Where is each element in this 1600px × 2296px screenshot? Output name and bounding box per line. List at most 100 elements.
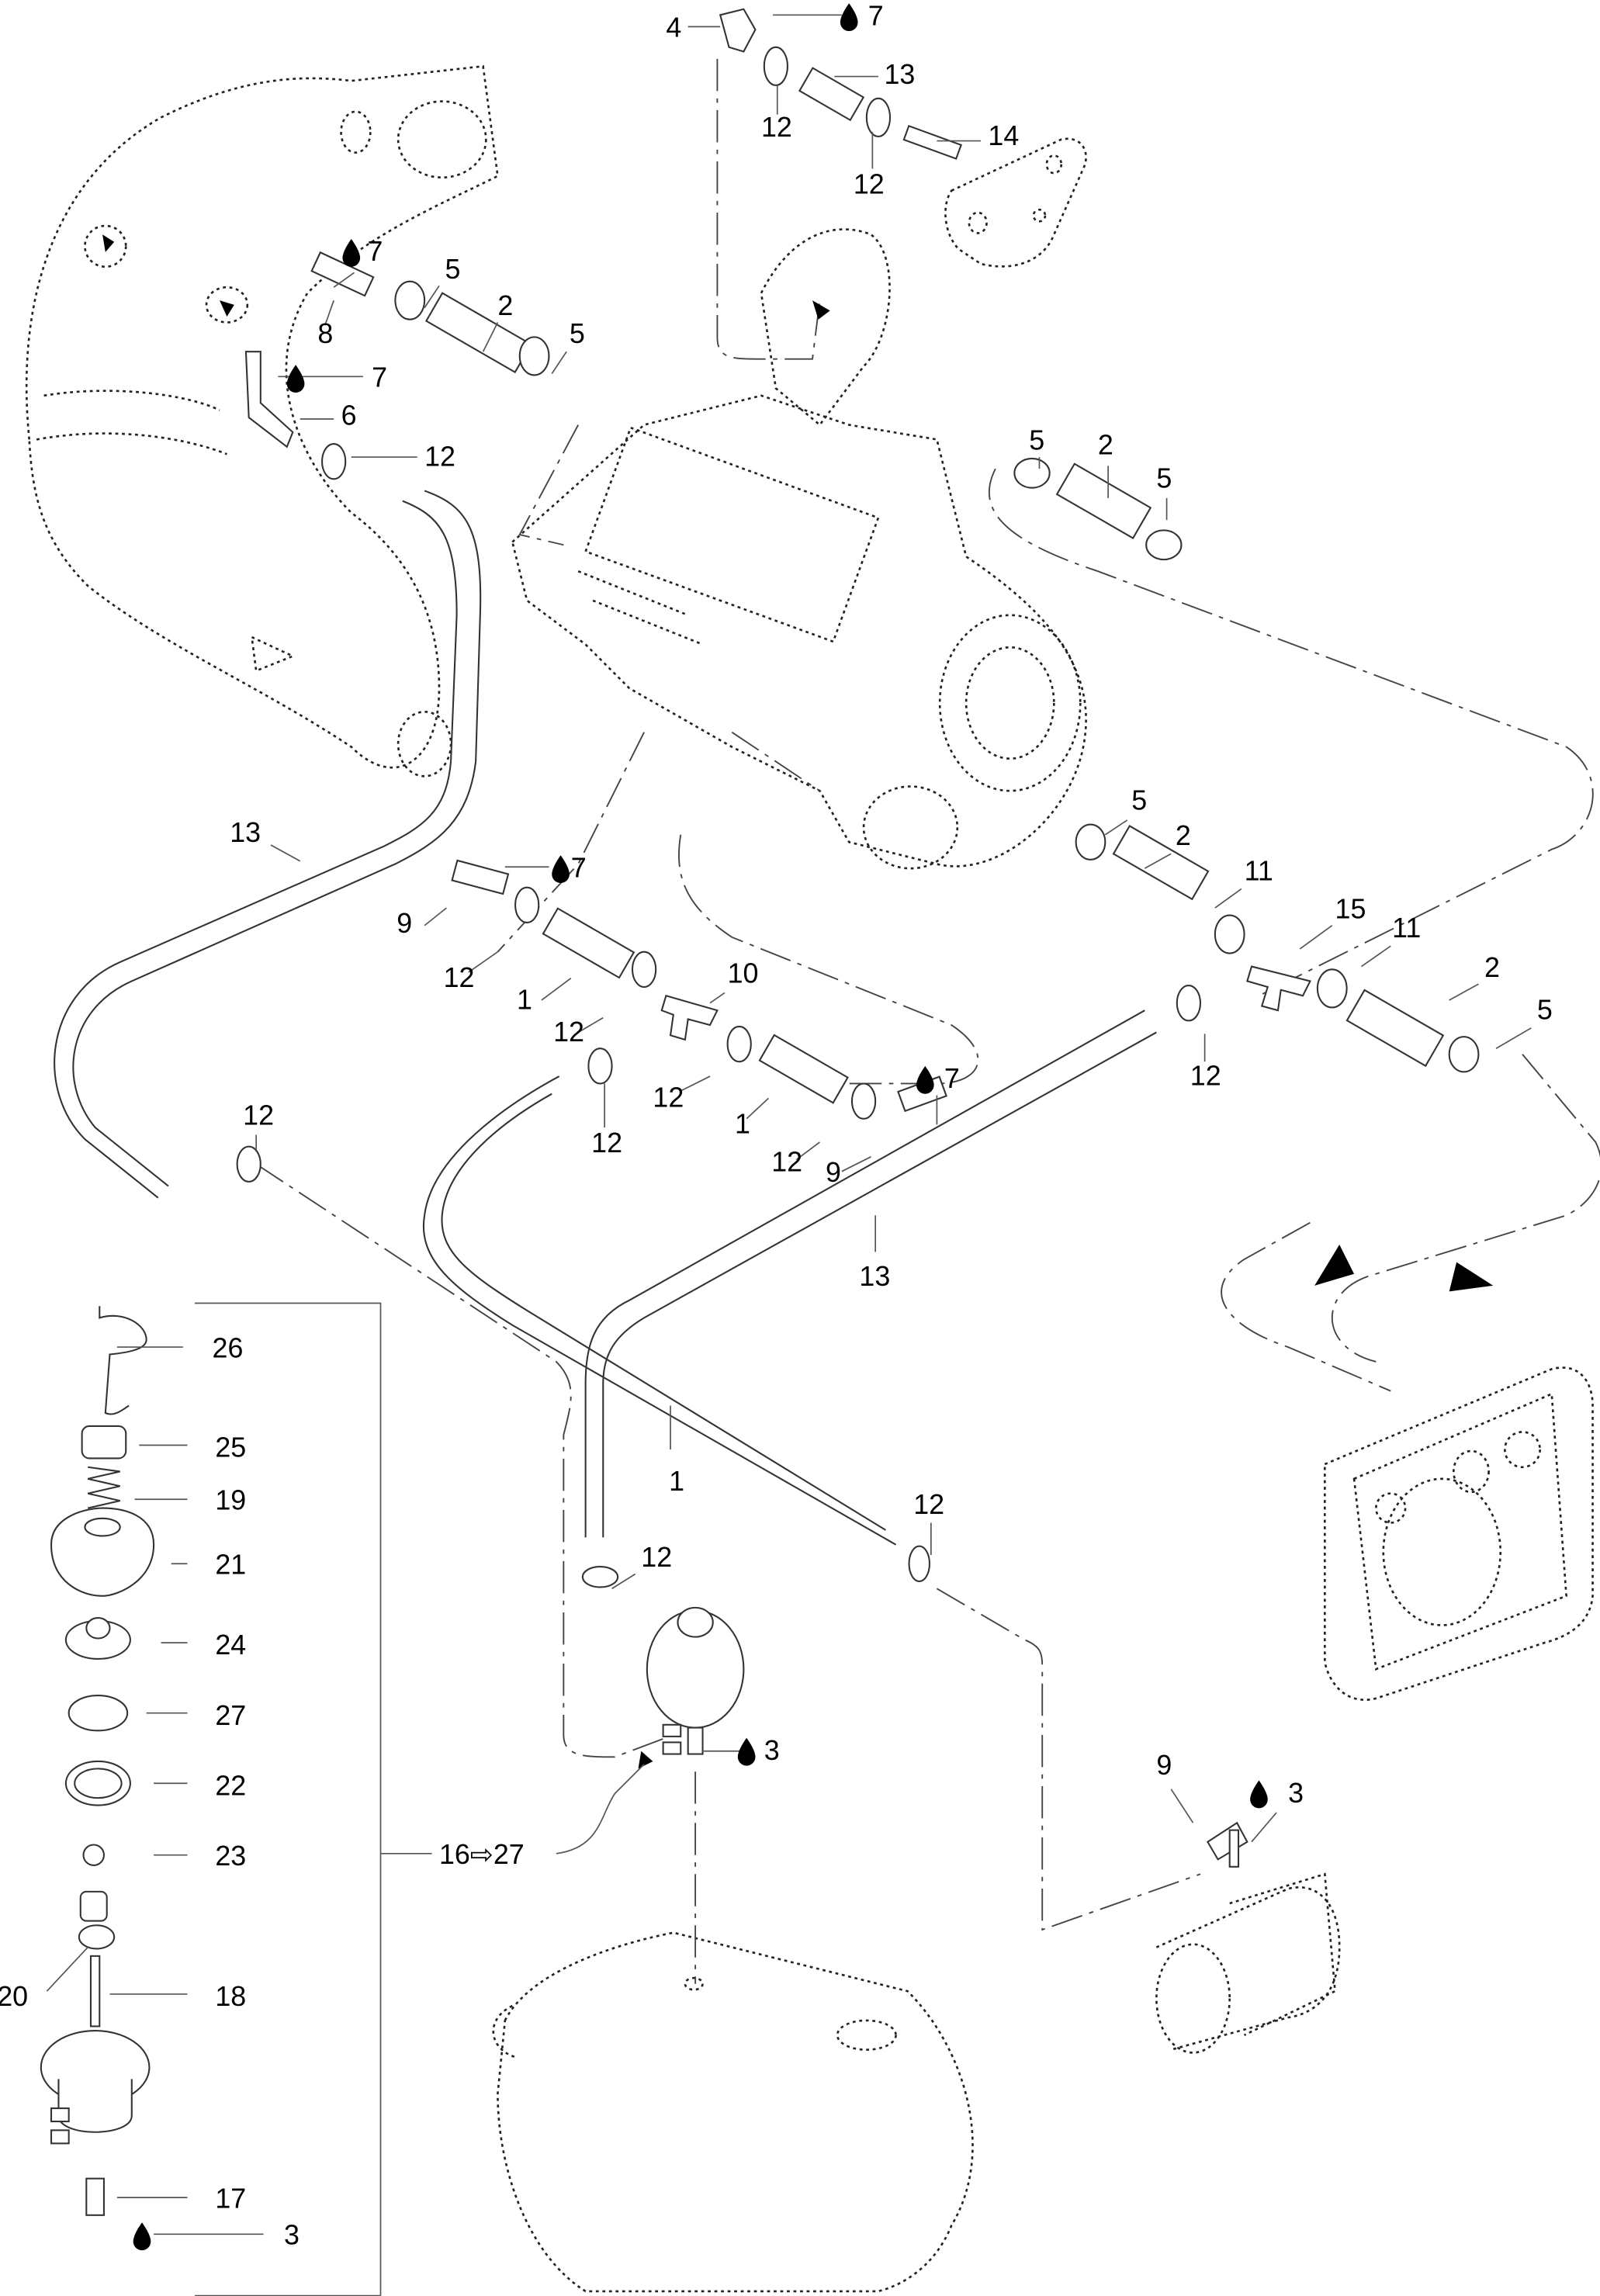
callout-label: 2 [1484, 952, 1500, 983]
callout-label: 7 [944, 1063, 960, 1094]
droplet-icon [1250, 1780, 1268, 1809]
arrow-icon [812, 300, 830, 320]
callout-label: 12 [653, 1082, 684, 1113]
callout-label: 5 [1156, 463, 1172, 494]
hose-2-right-top [1055, 462, 1152, 539]
water-filter-ghost [1155, 1872, 1341, 2054]
engine-ghost [511, 228, 1087, 870]
callout-12: 12 [854, 132, 885, 199]
callout-17: 17 [116, 2183, 246, 2214]
hose-2-left [424, 292, 532, 374]
callout-label: 21 [215, 1549, 246, 1580]
leader-line [1449, 983, 1479, 1001]
callout-9: 9 [1156, 1750, 1194, 1823]
callout-label: 13 [230, 817, 261, 848]
droplet-icon [737, 1737, 756, 1766]
mounting-plate-ghost [944, 137, 1087, 268]
callout-3: 3 [702, 1735, 780, 1766]
callout-9: 9 [397, 907, 447, 939]
callout-5: 5 [1495, 994, 1553, 1049]
callout-13: 13 [230, 817, 301, 862]
callout-20: 20 [0, 1946, 88, 2012]
jet-pump-housing-ghost [1324, 1366, 1594, 1701]
spring-19 [87, 1466, 120, 1509]
callout-label: 2 [1176, 820, 1191, 851]
leader-line [424, 285, 440, 309]
leader-line [468, 951, 498, 973]
callout-label: 23 [215, 1841, 246, 1872]
callout-13: 13 [859, 1215, 890, 1292]
flow-arrow-up-icon [1314, 1245, 1355, 1286]
callout-label: 17 [215, 2183, 246, 2214]
hose-2-right [1345, 989, 1445, 1068]
callout-label: 11 [1392, 913, 1421, 944]
flow-arrow-right-icon [1449, 1262, 1494, 1292]
spring-clip-26 [99, 1306, 147, 1415]
callout-label: 5 [1537, 994, 1553, 1025]
callout-27: 27 [146, 1700, 246, 1731]
hose-1-a [542, 907, 635, 979]
callout-3: 3 [133, 2220, 300, 2251]
hose-1-long [422, 1075, 897, 1546]
callout-11: 11 [1361, 913, 1421, 968]
callout-5: 5 [1104, 785, 1147, 836]
callout-12: 12 [761, 85, 792, 143]
leader-line [1170, 1789, 1194, 1823]
callout-14: 14 [937, 120, 1019, 151]
leader-line [680, 1075, 711, 1092]
callout-label: 12 [444, 962, 475, 993]
callout-2: 2 [1098, 429, 1113, 498]
droplet-icon [916, 1065, 934, 1094]
callout-13: 13 [834, 59, 915, 90]
callout-24: 24 [161, 1629, 246, 1661]
leader-line [1144, 853, 1172, 869]
callout-5: 5 [551, 318, 585, 374]
callout-label: 12 [641, 1542, 672, 1573]
callout-label: 19 [215, 1484, 246, 1515]
callout-label: 10 [728, 958, 759, 989]
tee-fitting-15 [1246, 965, 1311, 1012]
leader-line [1104, 819, 1128, 836]
leader-line [795, 1141, 820, 1161]
callout-label: 27 [215, 1700, 246, 1731]
callout-label: 22 [215, 1770, 246, 1801]
leader-line [270, 844, 301, 862]
droplet-icon [840, 3, 858, 32]
hose-13-long [584, 1009, 1157, 1538]
droplet-icon [133, 2222, 151, 2251]
fittings [244, 8, 1445, 1113]
callout-26: 26 [116, 1332, 243, 1363]
callout-12: 12 [243, 1100, 274, 1150]
fitting-14 [902, 124, 962, 160]
callout-label: 13 [859, 1261, 890, 1292]
callout-label: 12 [243, 1100, 274, 1131]
callout-label: 1 [669, 1466, 684, 1497]
callout-label: 5 [445, 254, 461, 285]
leader-line [46, 1946, 88, 1992]
callout-1: 1 [517, 977, 572, 1015]
hose-2-mid [1112, 824, 1210, 901]
droplet-icon [552, 855, 570, 884]
fitting-8 [310, 251, 375, 297]
callout-label: 7 [368, 236, 383, 267]
callout-label: 12 [1190, 1060, 1221, 1091]
callout-12: 12 [611, 1542, 672, 1590]
callout-label: 18 [215, 1981, 246, 2012]
callout-label: 9 [397, 908, 412, 939]
elbow-fitting-4 [719, 8, 757, 53]
callout-1: 1 [669, 1405, 684, 1497]
callout-label: 1 [517, 984, 532, 1015]
flow-arrow-icons [102, 234, 1494, 1769]
callout-label: 9 [1156, 1750, 1172, 1781]
hose-13-left [54, 490, 482, 1199]
leader-line [482, 322, 499, 352]
callout-label: 3 [284, 2220, 300, 2251]
callout-12: 12 [351, 441, 455, 472]
callout-2: 2 [1449, 952, 1500, 1001]
callout-label: 4 [666, 12, 681, 43]
callout-label: 7 [571, 852, 587, 883]
callout-7: 7 [504, 852, 587, 884]
callout-label: 14 [988, 120, 1019, 151]
callout-9: 9 [826, 1156, 871, 1188]
callout-3: 3 [1250, 1778, 1304, 1843]
